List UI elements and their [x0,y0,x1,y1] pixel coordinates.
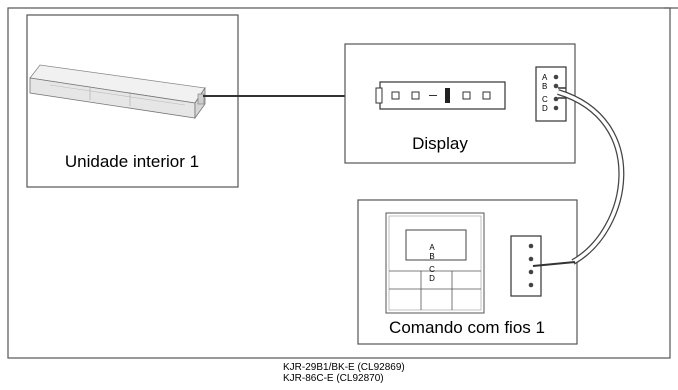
model-line-2: KJR-86C-E (CL92870) [283,373,384,384]
controller-terminal-b: B [429,252,434,261]
outer-frame [7,7,671,359]
display-terminal-b: B [542,82,547,91]
display-led-board [375,81,506,110]
indoor-unit-icon [29,64,206,120]
display-box: A B C D Display [344,43,576,164]
wired-controller-box: A B C D Comando com fios 1 [357,199,578,345]
display-terminal-a: A [542,73,548,82]
display-terminal-c: C [542,95,548,104]
indoor-unit-label: Unidade interior 1 [65,152,199,171]
controller-terminal-c: C [429,265,435,274]
indoor-unit-box: Unidade interior 1 [26,14,239,188]
wired-controller-icon: A B C D [385,212,485,314]
controller-terminal-a: A [429,243,435,252]
cable-display-to-controller [532,87,625,267]
display-terminal-d: D [542,104,548,113]
display-label: Display [412,134,468,153]
controller-terminal-d: D [429,274,435,283]
wired-controller-label: Comando com fios 1 [389,318,545,337]
model-line-1: KJR-29B1/BK-E (CL92869) [283,362,405,373]
